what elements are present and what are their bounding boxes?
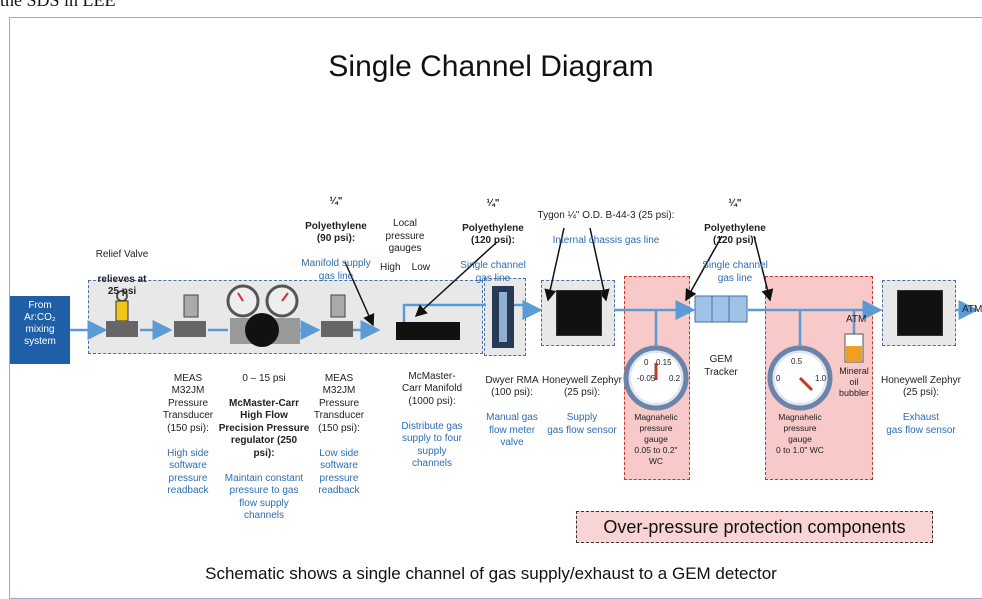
manifold-label: McMaster- Carr Manifold (1000 psi): Dist… xyxy=(384,358,480,483)
meas1-desc: High side software pressure readback xyxy=(167,447,209,497)
mag2-label: Magnahelic pressure gauge 0 to 1.0" WC xyxy=(776,412,824,455)
poly1-size: ¼" xyxy=(329,195,343,207)
relief-valve-setting: relieves at 25 psi xyxy=(97,273,147,298)
truncated-heading: the SDS in LEE xyxy=(0,0,116,10)
zephyr2-desc: Exhaust gas flow sensor xyxy=(886,412,956,436)
mag1-label: Magnahelic pressure gauge 0.05 to 0.2" W… xyxy=(634,412,678,466)
exhaust-sensor-photo xyxy=(897,290,943,336)
poly2-size: ¼" xyxy=(486,197,500,209)
meas2-name: MEAS M32JM Pressure Transducer (150 psi)… xyxy=(313,372,365,434)
supply-sensor-photo xyxy=(556,290,602,336)
zephyr2-label: Honeywell Zephyr (25 psi): Exhaust gas f… xyxy=(872,362,970,450)
meas1-name: MEAS M32JM Pressure Transducer (150 psi)… xyxy=(162,372,214,434)
zephyr2-name: Honeywell Zephyr (25 psi): xyxy=(880,374,962,399)
mag1-tick-0: 0 xyxy=(644,358,649,367)
diagram-caption: Schematic shows a single channel of gas … xyxy=(205,564,777,583)
mag2-tick-05: 0.5 xyxy=(791,357,803,366)
poly2-name: Polyethylene (120 psi): xyxy=(462,222,524,247)
overpressure-legend: Over-pressure protection components xyxy=(576,511,933,543)
flowmeter-icon xyxy=(492,286,514,348)
atm-right-label: ATM xyxy=(962,304,982,315)
mag2-tick-10: 1.0 xyxy=(815,374,827,383)
gem-tracker-icon xyxy=(694,295,748,323)
zephyr1-desc: Supply gas flow sensor xyxy=(547,412,617,436)
manifold-desc: Distribute gas supply to four supply cha… xyxy=(401,420,463,470)
poly3-label: ¼" Polyethylene (120 psi): Single channe… xyxy=(694,185,776,298)
transducer-2-icon xyxy=(321,294,353,337)
relief-valve-label: Relief Valve relieves at 25 psi xyxy=(72,236,172,311)
relief-valve-icon xyxy=(106,290,138,337)
manifold-name: McMaster- Carr Manifold (1000 psi): xyxy=(401,370,463,407)
mag1-tick-neg005: -0.05 xyxy=(637,374,656,383)
dwyer-label: Dwyer RMA (100 psi): Manual gas flow met… xyxy=(480,362,544,462)
poly1-label: ¼" Polyethylene (90 psi): Manifold suppl… xyxy=(295,183,377,296)
high-low-label: High Low xyxy=(379,262,431,273)
regulator-desc: Maintain constant pressure to gas flow s… xyxy=(224,472,304,522)
regulator-label: 0 – 15 psi McMaster-Carr High Flow Preci… xyxy=(214,360,314,535)
tygon-name: Tygon ¼" O.D. B-44-3 (25 psi): xyxy=(537,209,675,221)
gem-label: GEM Tracker xyxy=(704,354,738,378)
gas-source-box: From Ar:CO₂ mixing system xyxy=(10,296,70,364)
regulator-range: 0 – 15 psi xyxy=(242,372,286,384)
manifold-icon xyxy=(396,322,460,340)
poly3-desc: Single channel gas line xyxy=(702,260,768,284)
dwyer-desc: Manual gas flow meter valve xyxy=(486,412,538,448)
zephyr1-name: Honeywell Zephyr (25 psi): xyxy=(541,374,623,399)
magnahelic-gauge-1-icon xyxy=(623,345,689,411)
meas2-label: MEAS M32JM Pressure Transducer (150 psi)… xyxy=(306,360,372,510)
dwyer-name: Dwyer RMA (100 psi): xyxy=(485,374,539,399)
zephyr1-label: Honeywell Zephyr (25 psi): Supply gas fl… xyxy=(536,362,628,450)
transducer-1-icon xyxy=(174,294,206,337)
pointer-arrows xyxy=(344,227,774,327)
mag2-tick-0: 0 xyxy=(776,374,781,383)
meas2-desc: Low side software pressure readback xyxy=(318,447,360,497)
poly2-desc: Single channel gas line xyxy=(460,260,526,284)
mag1-tick-015: 0.15 xyxy=(656,358,672,367)
poly1-desc: Manifold supply gas line xyxy=(301,258,371,282)
mag1-tick-02: 0.2 xyxy=(669,374,681,383)
atm-bubbler-label: ATM xyxy=(846,314,867,325)
bubbler-icon xyxy=(844,333,864,363)
gas-line xyxy=(70,300,979,346)
bubbler-label: Mineral oil bubbler xyxy=(838,366,870,398)
tygon-label: Tygon ¼" O.D. B-44-3 (25 psi): Internal … xyxy=(530,197,682,260)
magnahelic-gauge-2-icon xyxy=(767,345,833,411)
meas1-label: MEAS M32JM Pressure Transducer (150 psi)… xyxy=(155,360,221,510)
diagram-title: Single Channel Diagram xyxy=(328,50,654,83)
regulator-name: McMaster-Carr High Flow Precision Pressu… xyxy=(218,397,310,459)
poly3-name: Polyethylene (120 psi): xyxy=(704,222,766,247)
relief-valve-title: Relief Valve xyxy=(95,248,149,260)
pressure-regulator-icon xyxy=(226,284,300,347)
local-gauges-label: Local pressure gauges xyxy=(385,218,425,254)
poly1-name: Polyethylene (90 psi): xyxy=(305,220,367,245)
poly2-label: ¼" Polyethylene (120 psi): Single channe… xyxy=(452,185,534,298)
tygon-desc: Internal chassis gas line xyxy=(552,234,660,246)
poly3-size: ¼" xyxy=(728,197,742,209)
